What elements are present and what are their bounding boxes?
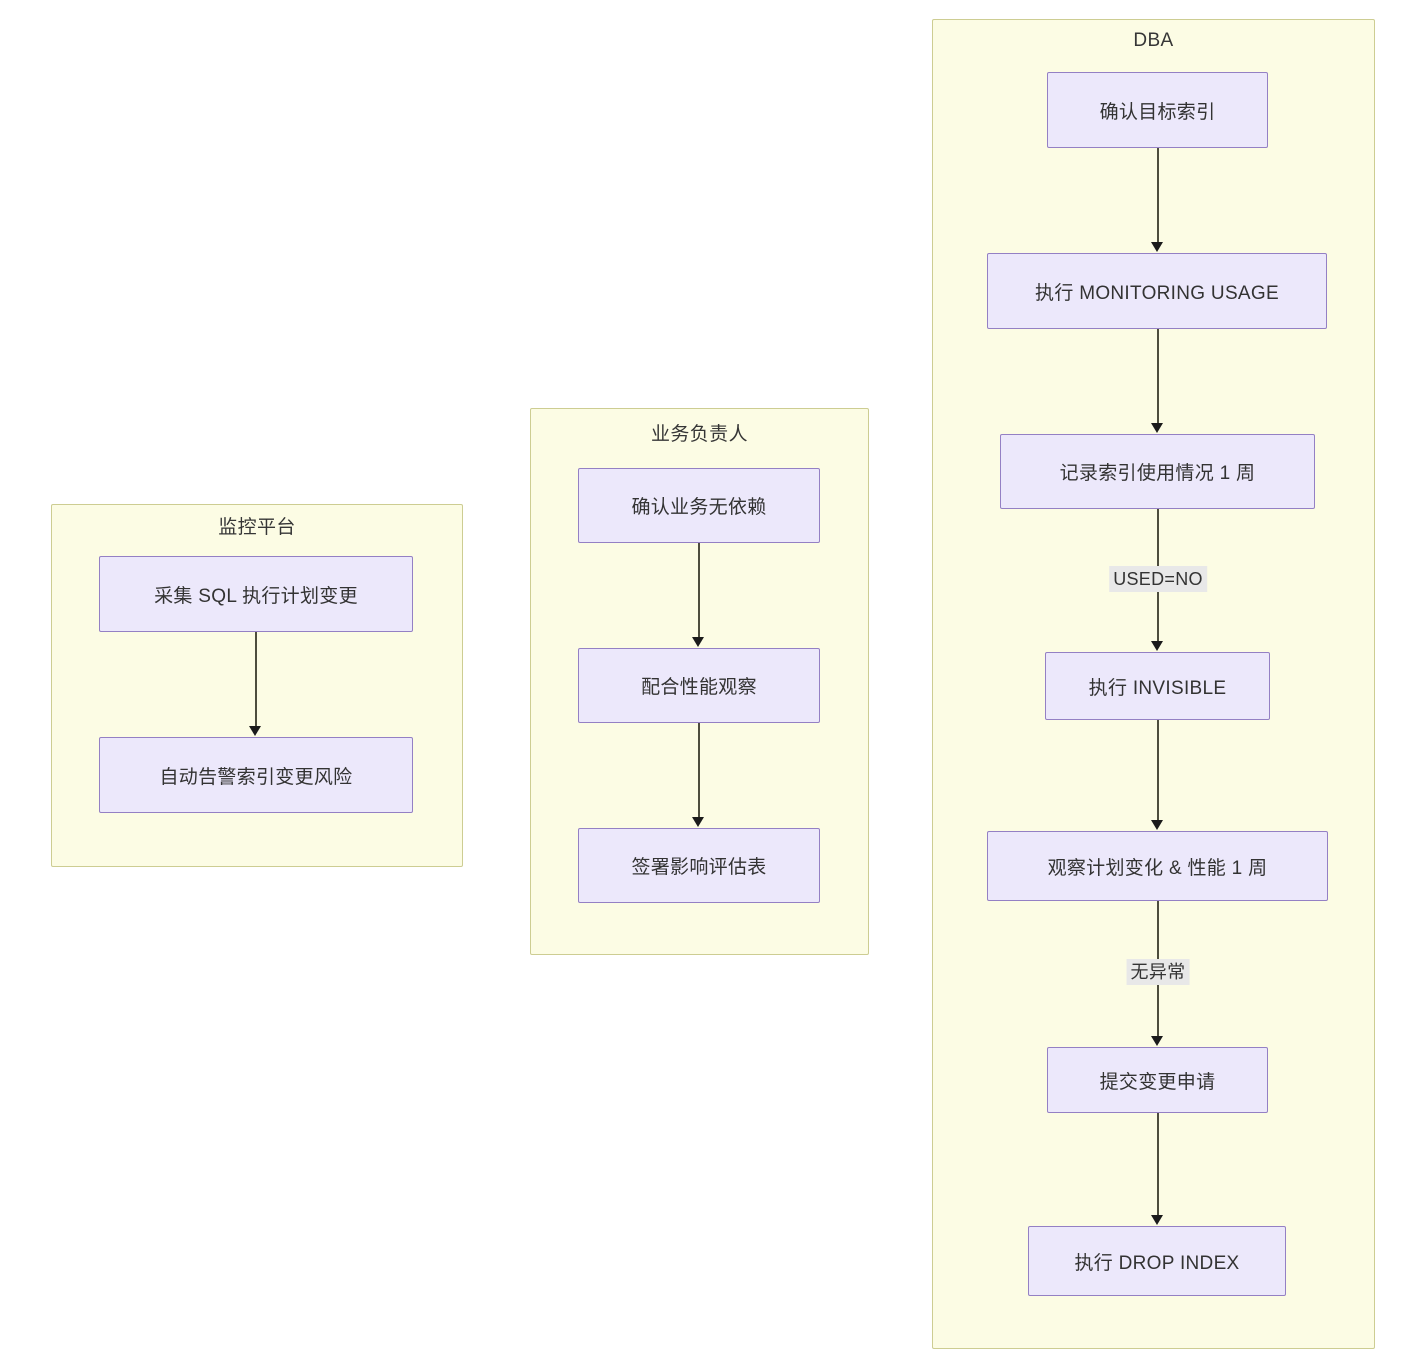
node-record-index-usage-1-week[interactable]: 记录索引使用情况 1 周 xyxy=(1000,434,1315,509)
edge-d4-d5-arrowhead xyxy=(1151,820,1163,830)
node-execute-drop-index[interactable]: 执行 DROP INDEX xyxy=(1028,1226,1286,1296)
node-assist-performance-observation[interactable]: 配合性能观察 xyxy=(578,648,820,723)
edge-d3-d4-label: USED=NO xyxy=(1109,566,1207,593)
edge-d5-d6-arrowhead xyxy=(1151,1036,1163,1046)
node-confirm-target-index[interactable]: 确认目标索引 xyxy=(1047,72,1268,148)
edge-d2-d3-line xyxy=(1157,329,1159,425)
node-sign-impact-assessment[interactable]: 签署影响评估表 xyxy=(578,828,820,903)
edge-b2-b3-line xyxy=(698,723,700,819)
edge-d1-d2-arrowhead xyxy=(1151,242,1163,252)
node-submit-change-request[interactable]: 提交变更申请 xyxy=(1047,1047,1268,1113)
node-confirm-no-business-dependency[interactable]: 确认业务无依赖 xyxy=(578,468,820,543)
edge-d2-d3-arrowhead xyxy=(1151,423,1163,433)
edge-d1-d2-line xyxy=(1157,148,1159,244)
node-collect-sql-plan-change[interactable]: 采集 SQL 执行计划变更 xyxy=(99,556,413,632)
edge-d6-d7-line xyxy=(1157,1113,1159,1217)
node-execute-invisible[interactable]: 执行 INVISIBLE xyxy=(1045,652,1270,720)
edge-b2-b3-arrowhead xyxy=(692,817,704,827)
node-observe-plan-and-performance-1-week[interactable]: 观察计划变化 & 性能 1 周 xyxy=(987,831,1328,901)
edge-d6-d7-arrowhead xyxy=(1151,1215,1163,1225)
edge-m1-m2-line xyxy=(255,632,257,728)
swimlane-monitor-title: 监控平台 xyxy=(218,517,296,538)
edge-d3-d4-arrowhead xyxy=(1151,641,1163,651)
edge-m1-m2-arrowhead xyxy=(249,726,261,736)
edge-d4-d5-line xyxy=(1157,720,1159,822)
swimlane-business-title: 业务负责人 xyxy=(650,424,748,445)
node-auto-alert-index-risk[interactable]: 自动告警索引变更风险 xyxy=(99,737,413,813)
swimlane-dba-title: DBA xyxy=(1133,30,1174,51)
edge-b1-b2-arrowhead xyxy=(692,637,704,647)
node-execute-monitoring-usage[interactable]: 执行 MONITORING USAGE xyxy=(987,253,1327,329)
edge-d5-d6-label: 无异常 xyxy=(1126,959,1190,986)
edge-b1-b2-line xyxy=(698,543,700,639)
